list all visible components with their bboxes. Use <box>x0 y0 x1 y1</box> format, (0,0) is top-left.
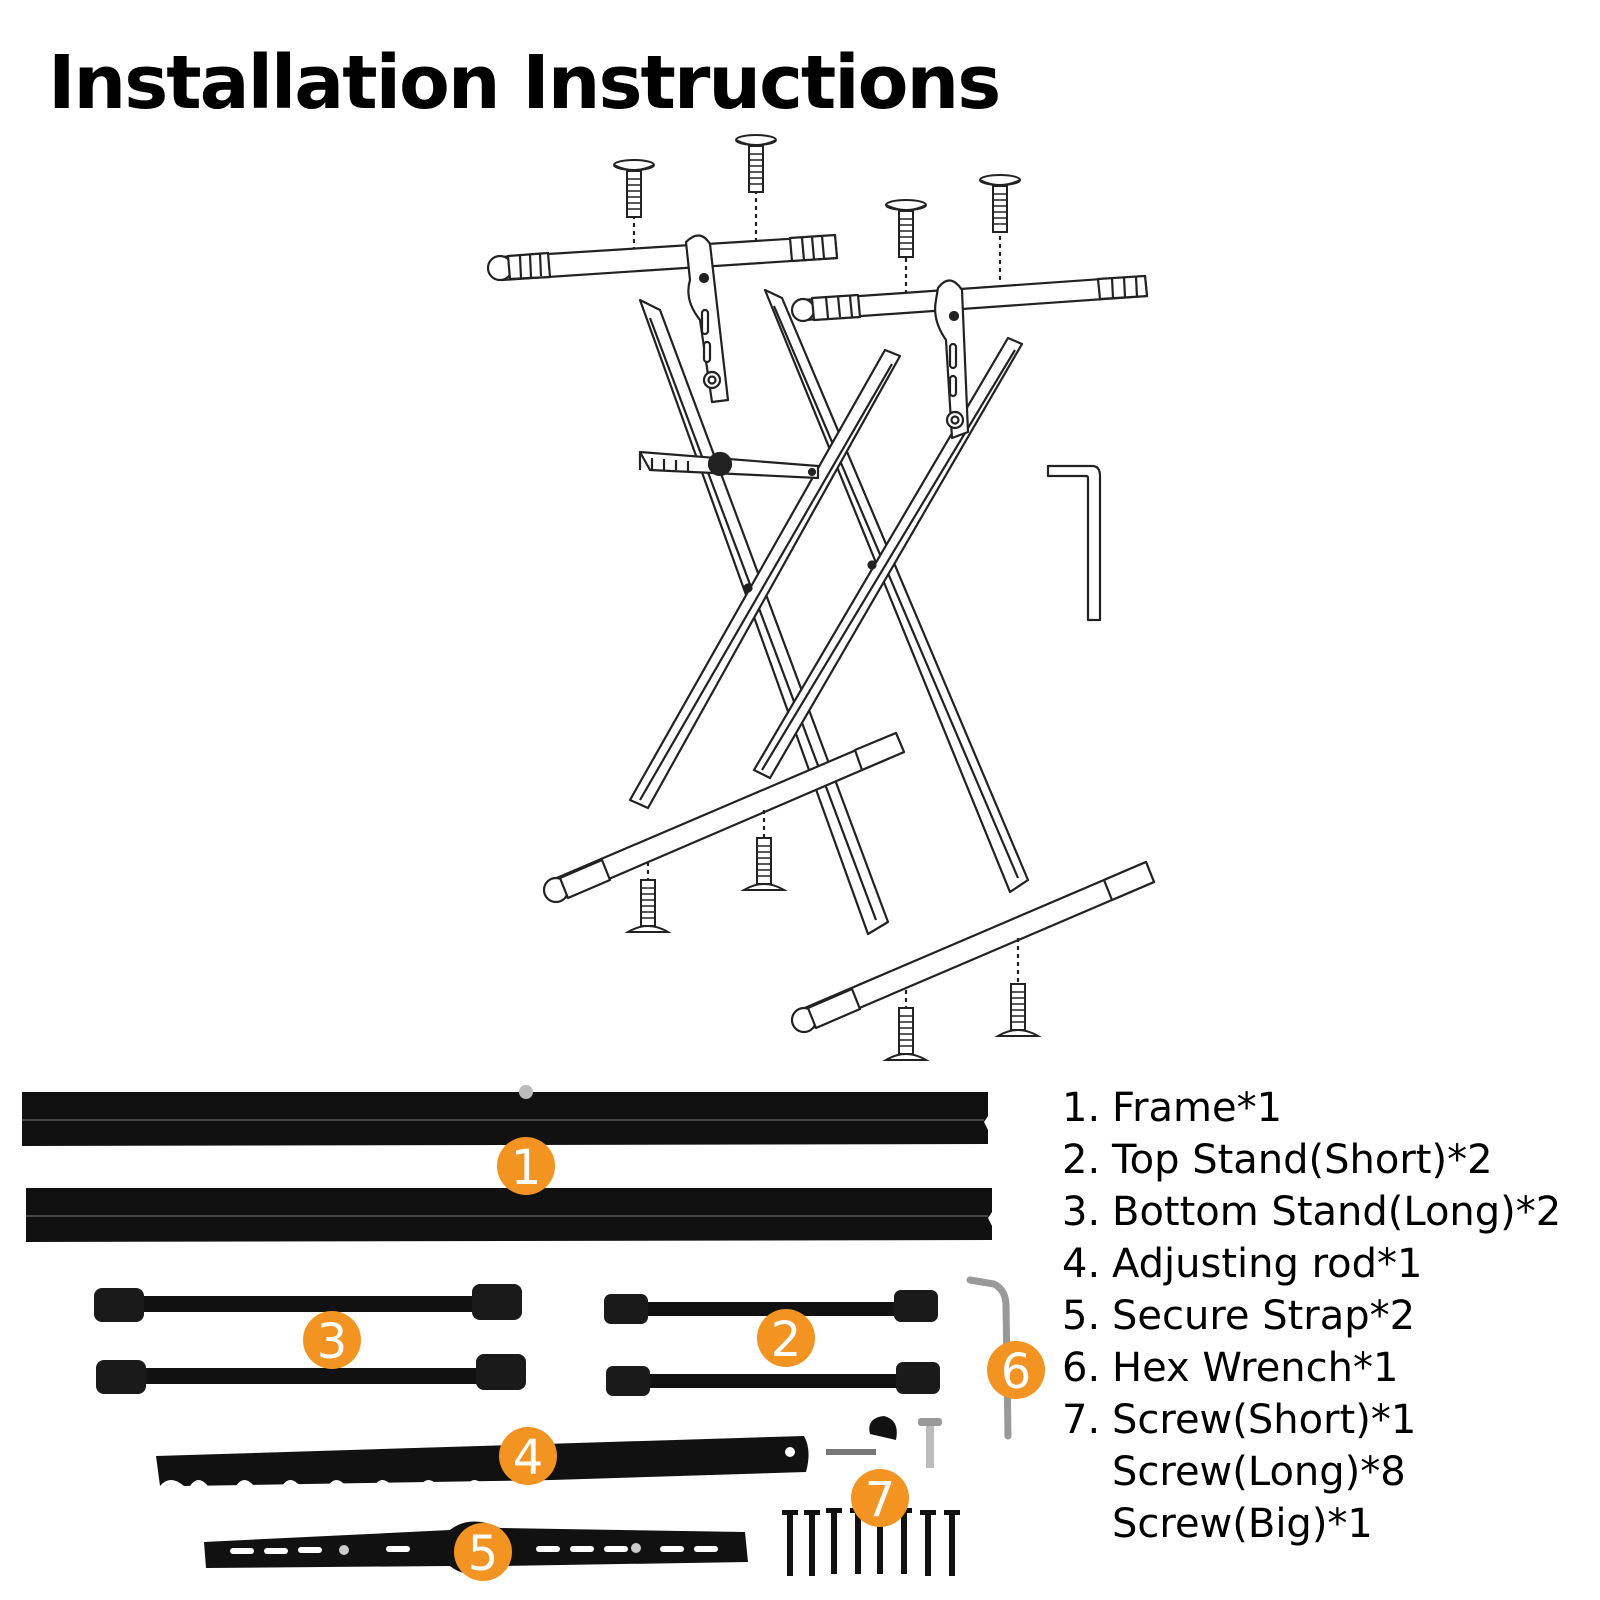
badge-4-label: 4 <box>513 1430 544 1486</box>
part-label: Screw(Big)*1 <box>1112 1501 1373 1547</box>
part-item: 1.Frame*1 <box>1062 1082 1561 1134</box>
hex-wrench-part <box>966 1276 1012 1440</box>
drawing-screws <box>613 134 1039 1061</box>
badge-7-label: 7 <box>865 1472 896 1528</box>
part-item: 7.Screw(Short)*1 <box>1062 1394 1561 1446</box>
badge-6-label: 6 <box>1001 1344 1032 1400</box>
part-label: Top Stand(Short)*2 <box>1112 1137 1493 1183</box>
badge-2-label: 2 <box>771 1312 802 1368</box>
bottom-stand-parts <box>94 1284 526 1394</box>
badge-6: 6 <box>987 1341 1045 1400</box>
part-number: 1. <box>1062 1085 1101 1131</box>
part-label: Hex Wrench*1 <box>1112 1345 1399 1391</box>
part-label: Screw(Short)*1 <box>1112 1397 1417 1443</box>
exploded-assembly-drawing <box>486 190 1156 1034</box>
part-number: 7. <box>1062 1397 1101 1443</box>
adjusting-rod-part <box>156 1436 809 1486</box>
badge-5: 5 <box>454 1523 512 1582</box>
frame-part <box>22 1085 992 1242</box>
badge-2: 2 <box>757 1309 815 1368</box>
part-label: Screw(Long)*8 <box>1112 1449 1406 1495</box>
part-number: 2. <box>1062 1137 1101 1183</box>
screw-guide-lines <box>632 190 1020 1010</box>
adjusting-rod-drawing <box>638 450 820 480</box>
top-stand-right-drawing <box>790 274 1149 440</box>
part-item: 4.Adjusting rod*1 <box>1062 1238 1561 1290</box>
badge-3: 3 <box>303 1311 361 1370</box>
part-number: 3. <box>1062 1189 1101 1235</box>
parts-list: 1.Frame*1 2.Top Stand(Short)*2 3.Bottom … <box>1062 1082 1561 1550</box>
page-title: Installation Instructions <box>48 40 1001 126</box>
badge-7: 7 <box>851 1469 909 1528</box>
bottom-stand-right-drawing <box>790 860 1156 1034</box>
part-number: 4. <box>1062 1241 1101 1287</box>
part-item: 3.Bottom Stand(Long)*2 <box>1062 1186 1561 1238</box>
part-item: 2.Top Stand(Short)*2 <box>1062 1134 1561 1186</box>
part-label: Adjusting rod*1 <box>1112 1241 1423 1287</box>
part-label: Frame*1 <box>1112 1085 1283 1131</box>
part-number: 6. <box>1062 1345 1101 1391</box>
badge-4: 4 <box>499 1427 557 1486</box>
badge-3-label: 3 <box>317 1314 348 1370</box>
hex-wrench-drawing <box>1046 464 1102 622</box>
part-number: 5. <box>1062 1293 1101 1339</box>
part-label: Bottom Stand(Long)*2 <box>1112 1189 1562 1235</box>
top-stand-parts <box>604 1290 940 1396</box>
bottom-stand-left-drawing <box>542 731 906 904</box>
badge-1-label: 1 <box>511 1140 542 1196</box>
part-label: Secure Strap*2 <box>1112 1293 1416 1339</box>
part-item: 6.Hex Wrench*1 <box>1062 1342 1561 1394</box>
part-badges: 1 2 3 4 5 6 7 <box>303 1137 1045 1582</box>
part-item-continued: Screw(Big)*1 <box>1062 1498 1561 1550</box>
badge-1: 1 <box>497 1137 555 1196</box>
badge-5-label: 5 <box>468 1526 499 1582</box>
screws-part <box>782 1416 960 1576</box>
top-stand-left-drawing <box>486 233 839 404</box>
part-item-continued: Screw(Long)*8 <box>1062 1446 1561 1498</box>
part-item: 5.Secure Strap*2 <box>1062 1290 1561 1342</box>
